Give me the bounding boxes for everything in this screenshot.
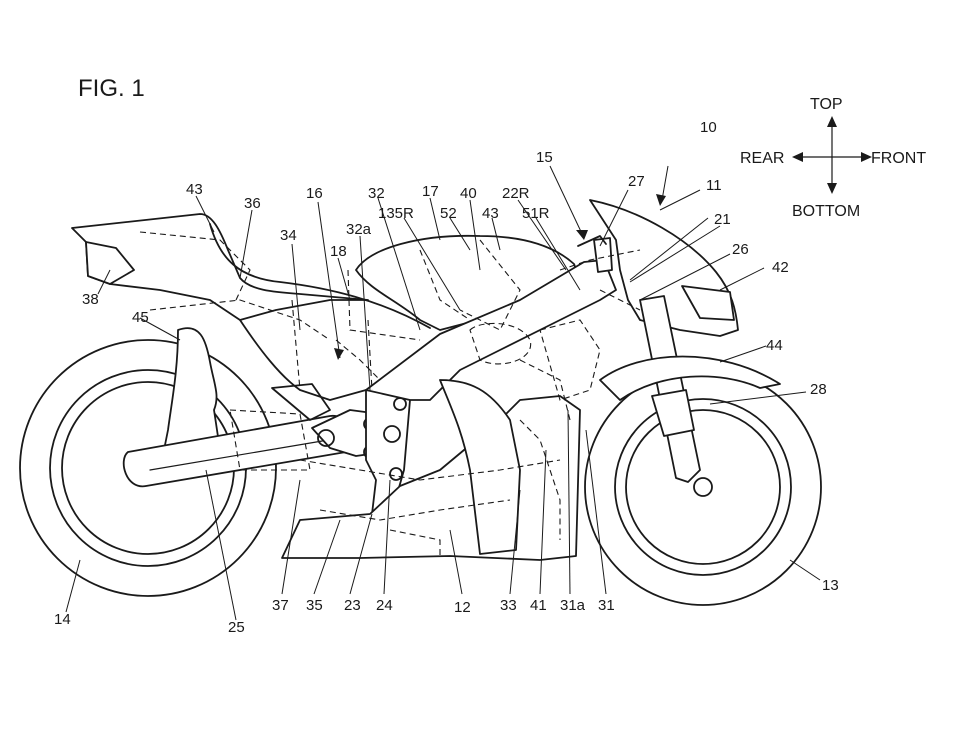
label-45: 45 [132,309,149,326]
label-52: 52 [440,205,457,222]
label-12: 12 [454,599,471,616]
label-27: 27 [628,173,645,190]
label-34: 34 [280,227,297,244]
label-13: 13 [822,577,839,594]
front-wheel [585,369,821,605]
label-11: 11 [706,177,722,194]
label-17: 17 [422,183,439,200]
label-44: 44 [766,337,783,354]
label-42: 42 [772,259,789,276]
frame-rail [240,320,366,400]
direction-rear: REAR [740,150,784,167]
label-21: 21 [714,211,731,228]
direction-indicator: TOP BOTTOM REAR FRONT [740,96,926,220]
label-135R: 135R [378,205,414,222]
label-24: 24 [376,597,393,614]
label-22R: 22R [502,185,530,202]
label-41: 41 [530,597,547,614]
label-25: 25 [228,619,245,636]
label-37: 37 [272,597,289,614]
direction-bottom: BOTTOM [792,203,860,220]
label-26: 26 [732,241,749,258]
label-36: 36 [244,195,261,212]
label-31: 31 [598,597,615,614]
label-28: 28 [810,381,827,398]
handlebar [594,238,612,272]
label-31a: 31a [560,597,586,614]
label-18: 18 [330,243,347,260]
label-32: 32 [368,185,385,202]
front-fender [600,357,780,401]
label-43-rear: 43 [186,181,203,198]
figure-title: FIG. 1 [78,75,145,102]
label-35: 35 [306,597,323,614]
label-51R: 51R [522,205,550,222]
label-33: 33 [500,597,517,614]
label-15: 15 [536,149,553,166]
direction-top: TOP [810,96,843,113]
label-32a: 32a [346,221,372,238]
label-38: 38 [82,291,99,308]
label-10: 10 [700,119,717,136]
label-23: 23 [344,597,361,614]
label-14: 14 [54,611,71,628]
label-43-tank: 43 [482,205,499,222]
fork-clamp [652,390,694,436]
label-40: 40 [460,185,477,202]
direction-front: FRONT [871,150,926,167]
label-16: 16 [306,185,323,202]
